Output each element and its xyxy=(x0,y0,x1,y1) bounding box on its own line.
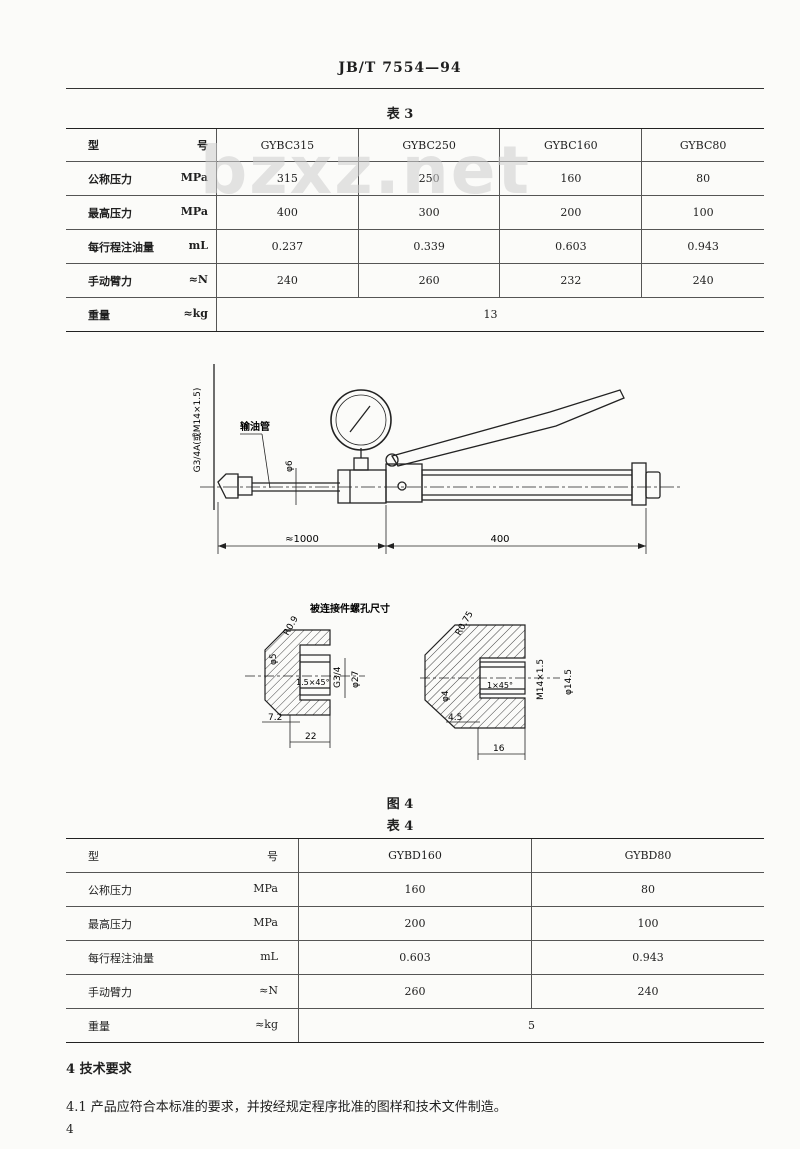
row-label: 重量 xyxy=(88,308,110,322)
table-row: 每行程注油量 mL 0.603 0.943 xyxy=(66,940,764,975)
table-row: 重量 ≈kg 13 xyxy=(66,297,764,332)
value-cell: 300 xyxy=(357,195,500,230)
row-label: 每行程注油量 xyxy=(88,240,154,254)
table-row: 手动臂力 ≈N 260 240 xyxy=(66,974,764,1009)
value-cell: 200 xyxy=(499,195,642,230)
row-label: 公称压力 xyxy=(88,172,132,186)
value-cell: 240 xyxy=(531,974,764,1009)
header-rule xyxy=(66,88,764,89)
row-unit: MPa xyxy=(253,881,278,895)
value-cell: 0.339 xyxy=(357,229,500,264)
phi145-label: φ14.5 xyxy=(564,669,574,695)
value-cell: 200 xyxy=(298,906,532,941)
value-cell: 0.943 xyxy=(531,940,764,975)
row-unit: mL xyxy=(260,949,278,963)
row-label: 每行程注油量 xyxy=(88,951,154,965)
model-cell: GYBC250 xyxy=(357,128,500,162)
dim-left-label: ≈1000 xyxy=(285,534,319,545)
row-label: 公称压力 xyxy=(88,883,132,897)
table-row: 最高压力 MPa 400 300 200 100 xyxy=(66,195,764,230)
value-cell: 240 xyxy=(641,263,764,298)
row-label: 手动臂力 xyxy=(88,274,132,288)
figure4-drawing: G3/4A(或M14×1.5) 输油管 φ6 ≈1000 400 被连接件螺孔尺… xyxy=(191,364,680,760)
value-cell: 0.943 xyxy=(641,229,764,264)
c1-label: 1×45° xyxy=(487,681,513,690)
value-cell: 80 xyxy=(531,872,764,907)
d22-label: 22 xyxy=(305,732,316,742)
table-3: 型 号 GYBC315 GYBC250 GYBC160 GYBC80 公称压力 MP… xyxy=(66,128,764,332)
model-cell: GYBC315 xyxy=(216,128,359,162)
table-row: 最高压力 MPa 200 100 xyxy=(66,906,764,941)
row-label: 最高压力 xyxy=(88,206,132,220)
header-unit: 号 xyxy=(267,849,278,863)
value-cell: 0.237 xyxy=(216,229,359,264)
row-label: 手动臂力 xyxy=(88,985,132,999)
phi27-label: φ27 xyxy=(351,671,361,688)
d45-label: 4.5 xyxy=(448,713,462,723)
model-cell: GYBD80 xyxy=(531,838,764,873)
value-cell: 250 xyxy=(357,161,500,196)
table3-header-row: 型 号 GYBC315 GYBC250 GYBC160 GYBC80 xyxy=(66,128,764,162)
value-cell: 160 xyxy=(499,161,642,196)
table3-caption: 表 3 xyxy=(386,107,414,122)
value-cell: 160 xyxy=(298,872,532,907)
figure4-caption: 图 4 xyxy=(386,797,414,812)
row-unit: ≈N xyxy=(188,272,208,286)
value-cell: 80 xyxy=(641,161,764,196)
value-cell: 400 xyxy=(216,195,359,230)
model-cell: GYBC80 xyxy=(641,128,764,162)
c15-label: 1.5×45° xyxy=(296,678,330,687)
hose-label: 输油管 xyxy=(240,420,270,433)
value-cell: 100 xyxy=(531,906,764,941)
row-unit: MPa xyxy=(180,170,208,184)
value-cell: 240 xyxy=(216,263,359,298)
model-cell: GYBD160 xyxy=(298,838,532,873)
table-row: 重量 ≈kg 5 xyxy=(66,1008,764,1043)
row-unit: ≈kg xyxy=(183,306,208,320)
document-header: JB/T 7554—94 xyxy=(338,60,462,76)
header-unit: 号 xyxy=(197,139,208,152)
phi4-label: φ4 xyxy=(441,690,451,702)
d16-label: 16 xyxy=(493,744,505,754)
detail-title: 被连接件螺孔尺寸 xyxy=(310,602,390,615)
model-cell: GYBC160 xyxy=(499,128,642,162)
header-label: 型 xyxy=(88,139,99,152)
table-row: 每行程注油量 mL 0.237 0.339 0.603 0.943 xyxy=(66,229,764,264)
table-row: 公称压力 MPa 315 250 160 80 xyxy=(66,161,764,196)
d72-label: 7.2 xyxy=(268,713,282,723)
row-unit: mL xyxy=(188,238,208,252)
clause-4-1: 4.1 产品应符合本标准的要求，并按经规定程序批准的图样和技术文件制造。 xyxy=(66,1100,507,1115)
row-unit: MPa xyxy=(253,915,278,929)
merged-value-cell: 5 xyxy=(298,1008,764,1043)
table4-header-row: 型 号 GYBD160 GYBD80 xyxy=(66,838,764,873)
phi6-label: φ6 xyxy=(285,460,295,472)
thread-label: G3/4A(或M14×1.5) xyxy=(191,388,203,473)
m14-label: M14×1.5 xyxy=(536,659,546,700)
row-label: 最高压力 xyxy=(88,917,132,931)
table-row: 公称压力 MPa 160 80 xyxy=(66,872,764,907)
table-4: 型 号 GYBD160 GYBD80 公称压力 MPa 160 80 最高压力 MPa… xyxy=(66,838,764,1043)
row-unit: MPa xyxy=(180,204,208,218)
merged-value-cell: 13 xyxy=(216,297,764,332)
row-label: 重量 xyxy=(88,1019,110,1033)
dim-right-label: 400 xyxy=(490,534,509,545)
value-cell: 100 xyxy=(641,195,764,230)
page-number: 4 xyxy=(66,1122,74,1136)
phi5-label: φ5 xyxy=(269,653,279,665)
value-cell: 315 xyxy=(216,161,359,196)
watermark: bzxz.net xyxy=(200,132,532,209)
value-cell: 260 xyxy=(298,974,532,1009)
table4-caption: 表 4 xyxy=(386,819,414,834)
value-cell: 260 xyxy=(357,263,500,298)
row-unit: ≈kg xyxy=(255,1017,278,1031)
g34-label: G3/4 xyxy=(333,666,343,688)
value-cell: 0.603 xyxy=(499,229,642,264)
header-label: 型 xyxy=(88,849,99,863)
table-row: 手动臂力 ≈N 240 260 232 240 xyxy=(66,263,764,298)
value-cell: 0.603 xyxy=(298,940,532,975)
row-unit: ≈N xyxy=(259,983,278,997)
value-cell: 232 xyxy=(499,263,642,298)
section-title: 4 技术要求 xyxy=(66,1062,132,1077)
